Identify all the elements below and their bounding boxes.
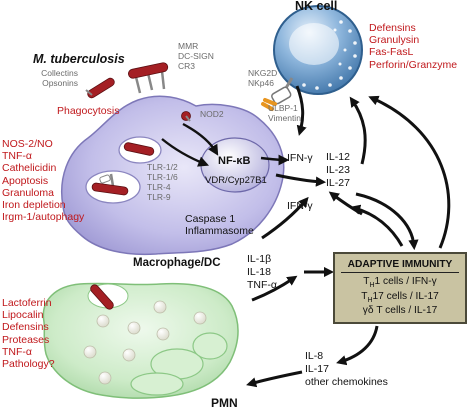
- nfkb-label: NF-κB: [218, 155, 251, 167]
- pmn-effector: Defensins: [2, 321, 49, 334]
- ulbp1-ligand: [261, 98, 277, 111]
- tlr-labels: TLR-1/2 TLR-1/6 TLR-4 TLR-9: [147, 162, 178, 203]
- surface-receptor-label: MMR: [178, 41, 199, 51]
- pmn-nucleus-lobes: [130, 332, 228, 396]
- adaptive-divider: [341, 272, 459, 273]
- pmn-effector-list: Lactoferrin Lipocalin Defensins Protease…: [2, 297, 55, 370]
- nk-receptor-label: NKG2D: [248, 68, 278, 78]
- phagosome-upper: [118, 136, 162, 164]
- tlr-label: TLR-1/2: [147, 162, 178, 172]
- cytokine-label: other chemokines: [305, 375, 388, 388]
- opsonized-bacterium: [85, 77, 115, 99]
- macrophage-effector: Apoptosis: [2, 174, 49, 187]
- pathogen-label: M. tuberculosis: [33, 52, 125, 66]
- vdr-label: VDR/Cyp27B1: [205, 175, 267, 186]
- tlr-label: TLR-9: [147, 191, 171, 202]
- adaptive-line-th17: TH17 cells / IL-17: [361, 290, 439, 304]
- il1-cytokine-group: IL-1β IL-18 TNF-α: [247, 253, 277, 291]
- opsonin-labels: Collectins Opsonins: [2, 68, 78, 89]
- nod2-bacterium: [181, 111, 191, 122]
- nkg2d-receptor: [271, 77, 294, 105]
- opsonin-label: Collectins: [41, 68, 78, 78]
- surface-receptor-labels: MMR DC-SIGN CR3: [178, 41, 214, 71]
- nk-receptor-label: NKp46: [248, 77, 274, 88]
- nk-effector: Perforin/Granzyme: [369, 58, 458, 71]
- macrophage-effector: Iron depletion: [2, 198, 66, 211]
- phagocytosis-label: Phagocytosis: [57, 105, 120, 117]
- opsonin-label: Opsonins: [42, 77, 78, 88]
- nk-receptor-labels: NKG2D NKp46: [248, 68, 278, 89]
- nk-cell-body: [273, 5, 363, 95]
- macrophage-effector: TNF-α: [2, 150, 32, 163]
- tlr-label: TLR-1/6: [147, 171, 178, 182]
- ifn-gamma-nk-label: IFN-γ: [287, 152, 313, 164]
- pmn-effector: Lactoferrin: [2, 297, 52, 309]
- adaptive-line-gd: γδ T cells / IL-17: [362, 305, 438, 317]
- macrophage-effector: NOS-2/NO: [2, 138, 53, 150]
- pmn-effector: Pathology?: [2, 357, 55, 370]
- surface-receptor-label: CR3: [178, 60, 196, 71]
- inflammasome-labels: Caspase 1 Inflammasome: [185, 213, 254, 238]
- nk-effector: Defensins: [369, 22, 416, 34]
- cytokine-label: IL-1β: [247, 253, 272, 265]
- cytokine-label: IL-18: [247, 265, 271, 278]
- macrophage-effector-list: NOS-2/NO TNF-α Cathelicidin Apoptosis Gr…: [2, 138, 84, 223]
- surface-receptor-label: DC-SIGN: [178, 50, 214, 61]
- tlr-label: TLR-4: [147, 181, 171, 192]
- macrophage-effector: Granuloma: [2, 186, 54, 199]
- cytokine-label: IL-8: [305, 350, 324, 362]
- pmn-effector: Proteases: [2, 333, 50, 346]
- adaptive-line-th1: TH1 cells / IFN-γ: [363, 276, 437, 290]
- nk-effector: Fas-FasL: [369, 46, 414, 59]
- nod2-label: NOD2: [200, 109, 224, 119]
- nk-effector: Granulysin: [369, 34, 420, 47]
- macrophage-body: [61, 95, 285, 256]
- pmn-title: PMN: [211, 396, 238, 410]
- macrophage-title: Macrophage/DC: [133, 257, 221, 269]
- macrophage-effector: Irgm-1/autophagy: [2, 211, 85, 224]
- arrows: [161, 85, 451, 388]
- cytokine-label: IL-23: [326, 163, 350, 176]
- il12-cytokine-group: IL-12 IL-23 IL-27: [326, 151, 350, 189]
- pmn-effector: TNF-α: [2, 345, 32, 358]
- cytokine-label: IL-17: [305, 362, 329, 375]
- surface-receptors: [128, 62, 169, 94]
- ifn-gamma-adaptive-label: IFN-γ: [287, 200, 313, 212]
- cytokine-label: IL-27: [326, 176, 350, 189]
- pmn-granules: [83, 300, 207, 385]
- pmn-cytokine-group: IL-8 IL-17 other chemokines: [305, 350, 388, 388]
- cytokine-label: IL-12: [326, 151, 350, 163]
- adaptive-immunity-box: ADAPTIVE IMMUNITY TH1 cells / IFN-γ TH17…: [333, 252, 467, 324]
- nk-ligand-labels: ULBP-1 Vimentin: [268, 103, 301, 124]
- nk-ligand-label: ULBP-1: [268, 103, 298, 113]
- nk-cell-title: NK cell: [295, 0, 338, 13]
- inflammasome-label: Caspase 1: [185, 213, 236, 225]
- inflammasome-label: Inflammasome: [185, 225, 254, 238]
- nk-ligand-label: Vimentin: [268, 112, 301, 123]
- pmn-effector: Lipocalin: [2, 309, 44, 322]
- nk-effector-list: Defensins Granulysin Fas-FasL Perforin/G…: [369, 22, 457, 71]
- pmn-bacterium: [87, 283, 129, 310]
- phagosome-lower: [85, 170, 141, 204]
- macrophage-effector: Cathelicidin: [2, 162, 57, 175]
- adaptive-immunity-title: ADAPTIVE IMMUNITY: [347, 259, 453, 270]
- cytokine-label: TNF-α: [247, 278, 277, 291]
